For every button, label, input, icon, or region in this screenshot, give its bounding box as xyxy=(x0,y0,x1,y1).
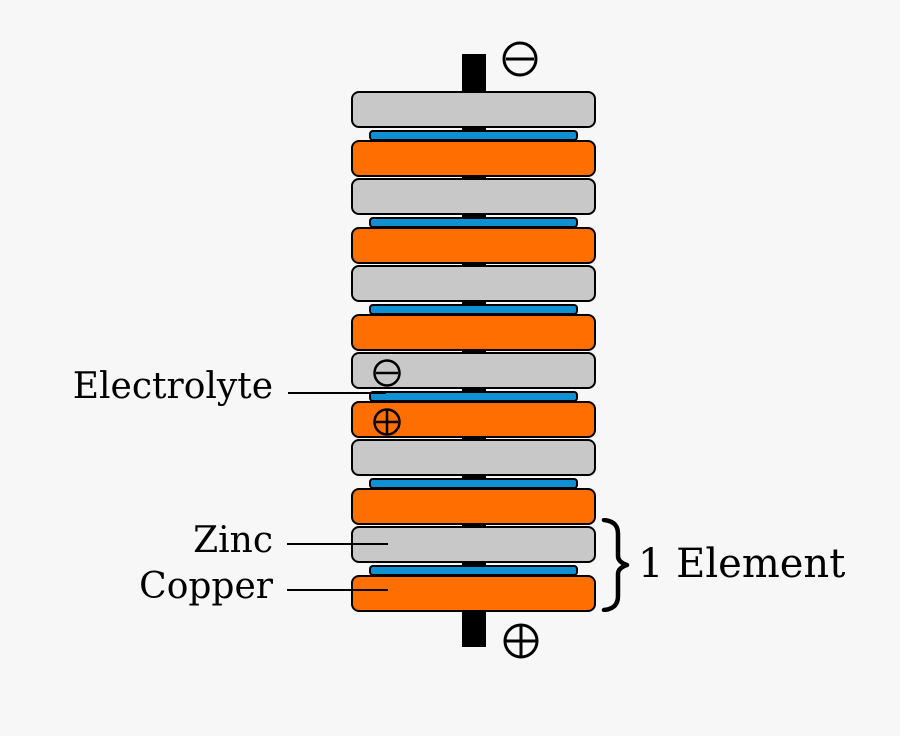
element-brace xyxy=(601,518,630,612)
zinc-layer xyxy=(351,352,596,389)
copper-layer xyxy=(351,575,596,612)
electrolyte-layer xyxy=(369,390,578,402)
copper-layer xyxy=(351,227,596,264)
electrolyte-layer xyxy=(369,477,578,489)
minus-symbol-icon xyxy=(372,358,402,392)
positive-terminal-icon xyxy=(501,621,541,665)
electrolyte-label: Electrolyte xyxy=(72,366,273,407)
electrolyte-layer xyxy=(369,564,578,576)
electrolyte-layer xyxy=(369,216,578,228)
copper-layer xyxy=(351,314,596,351)
zinc-pointer-line xyxy=(287,543,388,545)
copper-layer xyxy=(351,488,596,525)
zinc-layer xyxy=(351,439,596,476)
copper-layer xyxy=(351,401,596,438)
electrolyte-layer xyxy=(369,303,578,315)
zinc-layer xyxy=(351,91,596,128)
copper-label: Copper xyxy=(139,566,273,607)
electrolyte-pointer-line xyxy=(288,392,386,394)
zinc-layer xyxy=(351,178,596,215)
copper-pointer-line xyxy=(287,589,388,591)
plus-symbol-icon xyxy=(372,407,402,441)
negative-terminal-icon xyxy=(500,39,540,83)
zinc-label: Zinc xyxy=(193,520,273,561)
element-label: 1 Element xyxy=(638,541,846,587)
electrolyte-layer xyxy=(369,129,578,141)
copper-layer xyxy=(351,140,596,177)
zinc-layer xyxy=(351,265,596,302)
